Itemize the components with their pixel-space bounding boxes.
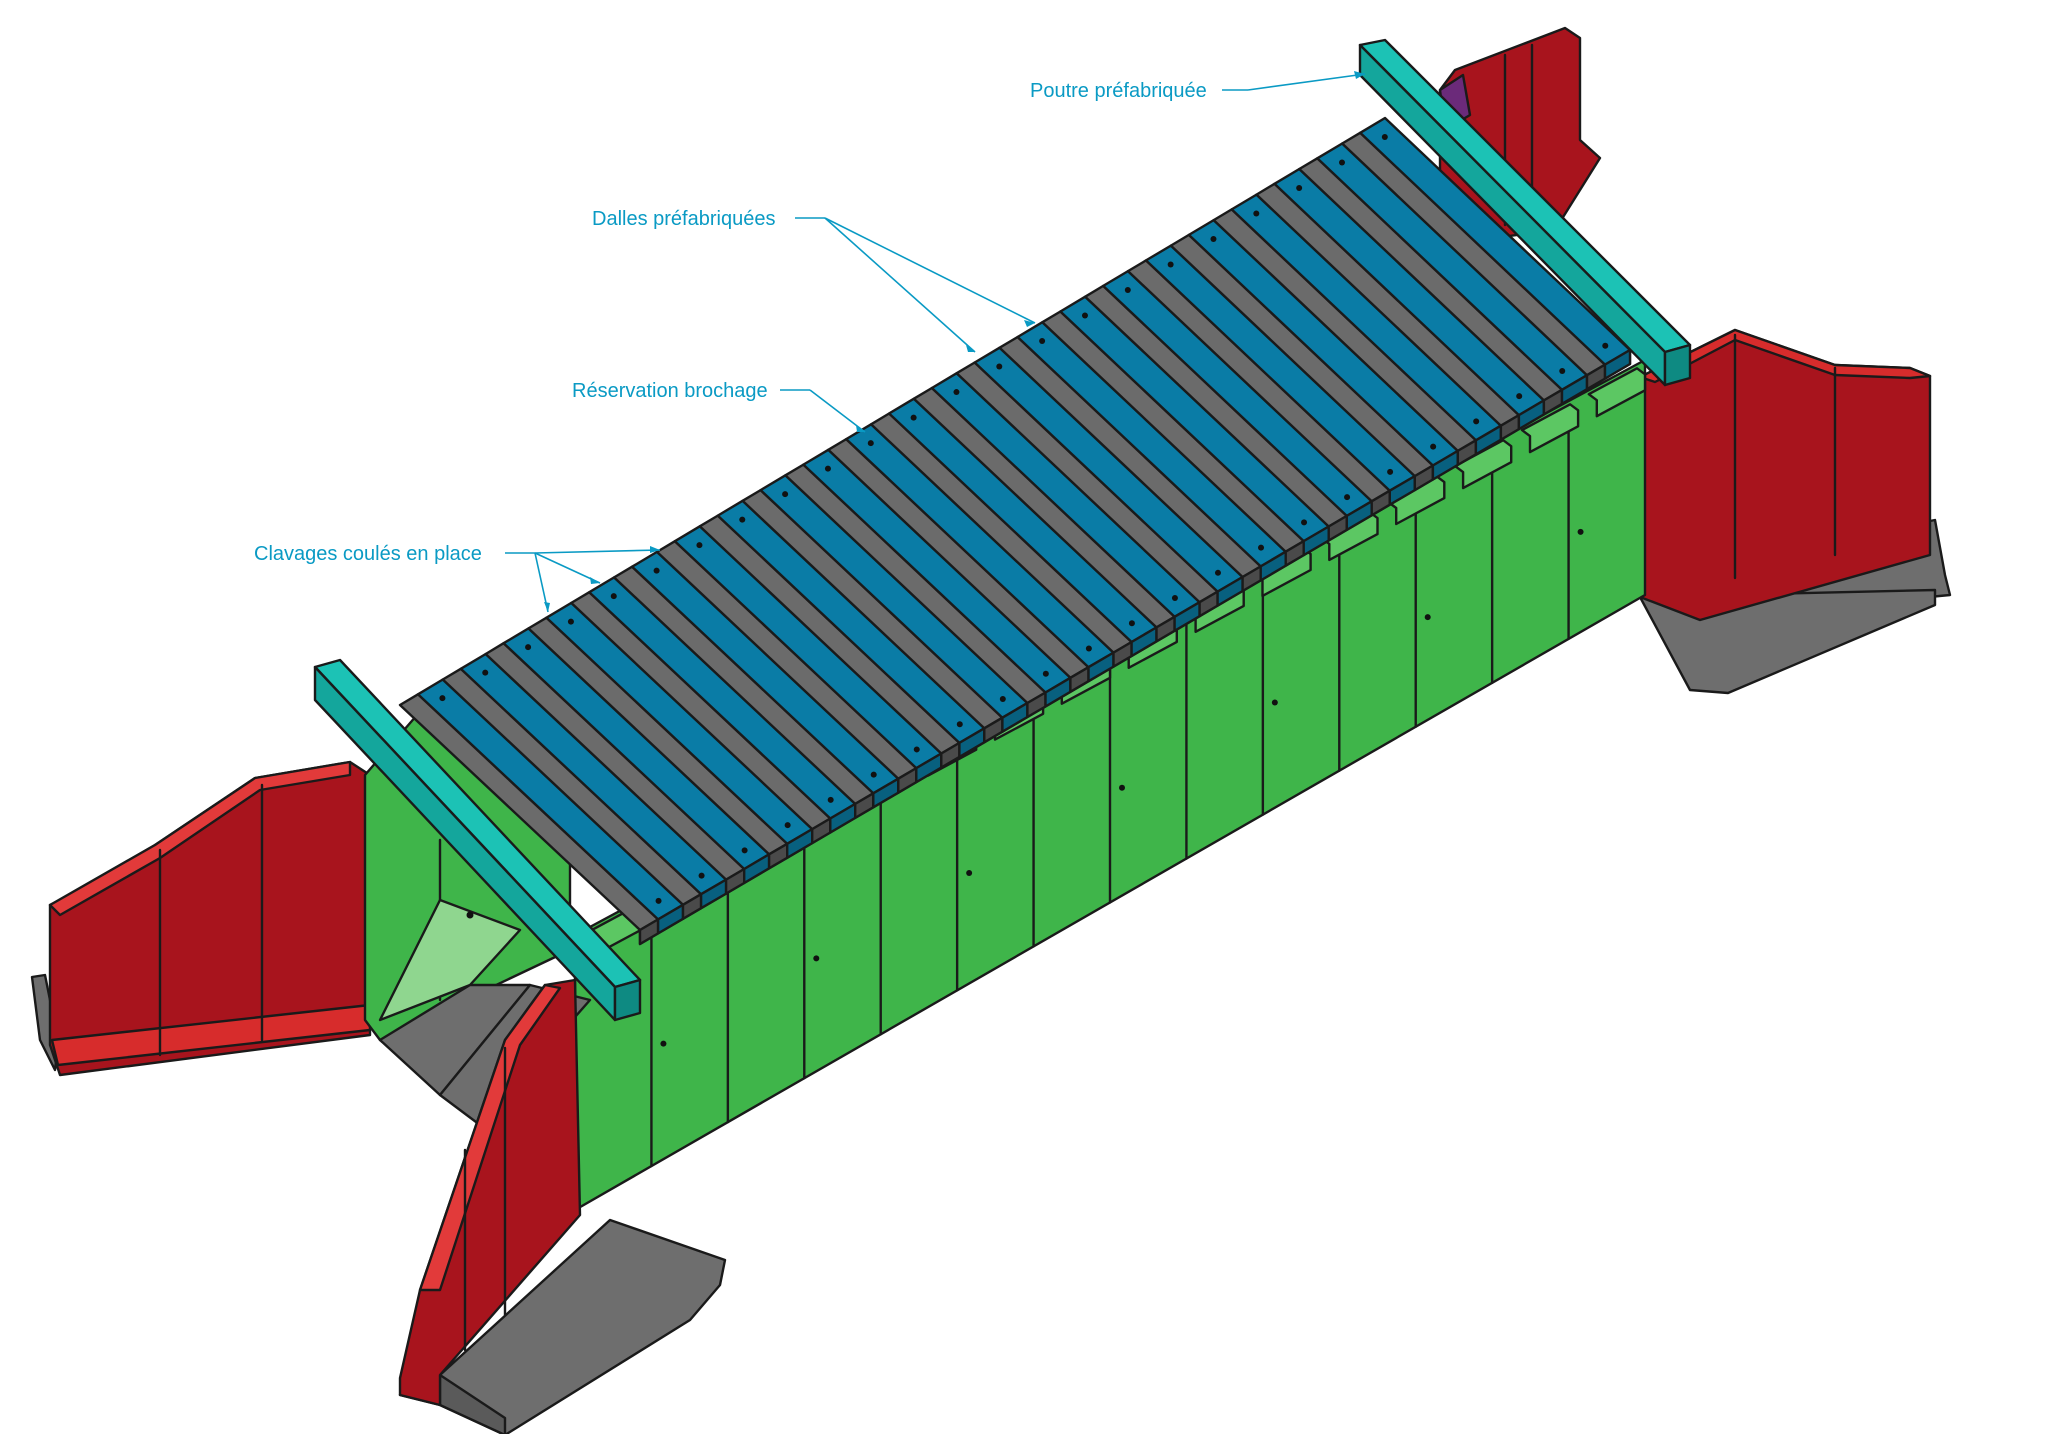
wall-corbel — [1587, 367, 1647, 418]
pin-hole — [1210, 236, 1217, 243]
pin-hole — [1381, 133, 1388, 140]
right-beam-end — [1663, 343, 1692, 387]
pin-hole — [824, 465, 831, 472]
pin-hole — [1081, 312, 1088, 319]
pin-hole — [827, 796, 834, 803]
pin-hole — [653, 567, 660, 574]
wall-hole — [966, 870, 973, 877]
left-precast-beam — [313, 658, 642, 1022]
pin-hole — [1171, 595, 1178, 602]
pin-hole — [698, 872, 705, 879]
callout-pinning — [780, 389, 866, 433]
left-wing-base-strip — [50, 1003, 372, 1067]
pin-hole — [956, 721, 963, 728]
pin-hole — [999, 695, 1006, 702]
pin-hole — [910, 414, 917, 421]
callout-joints-leader-2 — [534, 552, 601, 584]
pin-hole — [567, 618, 574, 625]
pin-hole — [466, 911, 474, 919]
callout-slabs-leader-1 — [824, 217, 1036, 324]
wall-corbel — [1453, 439, 1513, 490]
pin-hole — [1559, 367, 1566, 374]
left-wing-top-edge — [48, 760, 352, 917]
wall-hole — [660, 1040, 667, 1047]
pin-hole — [696, 542, 703, 549]
label-slabs: Dalles préfabriquées — [592, 208, 775, 230]
callout-joints-arrow-2 — [590, 577, 600, 584]
pin-hole — [1042, 670, 1049, 677]
left-beam-end — [613, 978, 642, 1022]
callout-joints-arrow-3 — [544, 602, 550, 612]
pin-hole — [439, 695, 446, 702]
pin-hole — [1258, 544, 1265, 551]
right-precast-beam — [1358, 38, 1692, 387]
callout-joints — [505, 546, 661, 613]
callout-slabs-arrow-1 — [1024, 320, 1035, 327]
callouts — [505, 71, 1366, 613]
pin-hole — [1128, 620, 1135, 627]
pin-hole — [1344, 494, 1351, 501]
pin-hole — [1301, 519, 1308, 526]
callout-beam-leader — [1247, 73, 1366, 91]
pin-hole — [610, 593, 617, 600]
wall-corbel — [1520, 403, 1580, 454]
callout-beam — [1222, 71, 1366, 91]
callout-joints-leader-1 — [534, 549, 661, 554]
slab-end — [1603, 348, 1632, 380]
pin-hole — [1516, 393, 1523, 400]
left-wing-wall — [30, 760, 372, 1077]
label-beam: Poutre préfabriquée — [1030, 80, 1207, 102]
wall-hole — [1119, 784, 1125, 791]
pin-hole — [784, 822, 791, 829]
pin-hole — [739, 516, 746, 523]
front-wall-panel-joints — [650, 411, 1584, 1168]
label-joints: Clavages coulés en place — [254, 543, 482, 565]
pin-hole — [913, 746, 920, 753]
pin-hole — [1338, 159, 1345, 166]
pin-hole — [870, 771, 877, 778]
pin-hole — [1124, 287, 1131, 294]
callout-pinning-leader — [809, 389, 866, 433]
pin-hole — [996, 363, 1003, 370]
pin-hole — [1085, 645, 1092, 652]
pin-hole — [1214, 569, 1221, 576]
pin-hole — [482, 669, 489, 676]
pin-hole — [1473, 418, 1480, 425]
pin-hole — [1167, 261, 1174, 268]
front-left-wing-wall — [398, 978, 727, 1434]
pin-hole — [1253, 210, 1260, 217]
callout-slabs-leader-2 — [824, 217, 976, 353]
wall-hole — [1577, 528, 1584, 535]
callout-slabs — [795, 217, 1036, 353]
wall-hole — [813, 955, 820, 962]
callout-beam-arrow — [1354, 71, 1365, 79]
pin-hole — [1602, 342, 1609, 349]
pin-hole — [1430, 443, 1437, 450]
callout-slabs-arrow-2 — [966, 345, 975, 352]
front-wing-top-edge — [418, 983, 562, 1292]
pin-hole — [741, 847, 748, 854]
left-abutment-return — [378, 898, 522, 1022]
pin-hole — [1296, 185, 1303, 192]
deck — [398, 116, 1632, 946]
pin-hole — [655, 897, 662, 904]
callout-joints-leader-3 — [534, 552, 549, 613]
callout-pinning-arrow — [856, 425, 865, 432]
right-wing-top-edge — [1638, 328, 1932, 384]
label-pinning: Réservation brochage — [572, 380, 768, 402]
wall-hole — [1424, 614, 1431, 621]
wall-hole — [1271, 699, 1278, 706]
pin-hole — [525, 644, 532, 651]
pin-hole — [1387, 468, 1394, 475]
pin-hole — [1039, 338, 1046, 345]
pin-hole — [782, 491, 789, 498]
pin-hole — [867, 440, 874, 447]
pin-hole — [953, 389, 960, 396]
right-wing-wall — [1638, 328, 1952, 695]
callout-joints-arrow-1 — [650, 546, 660, 553]
